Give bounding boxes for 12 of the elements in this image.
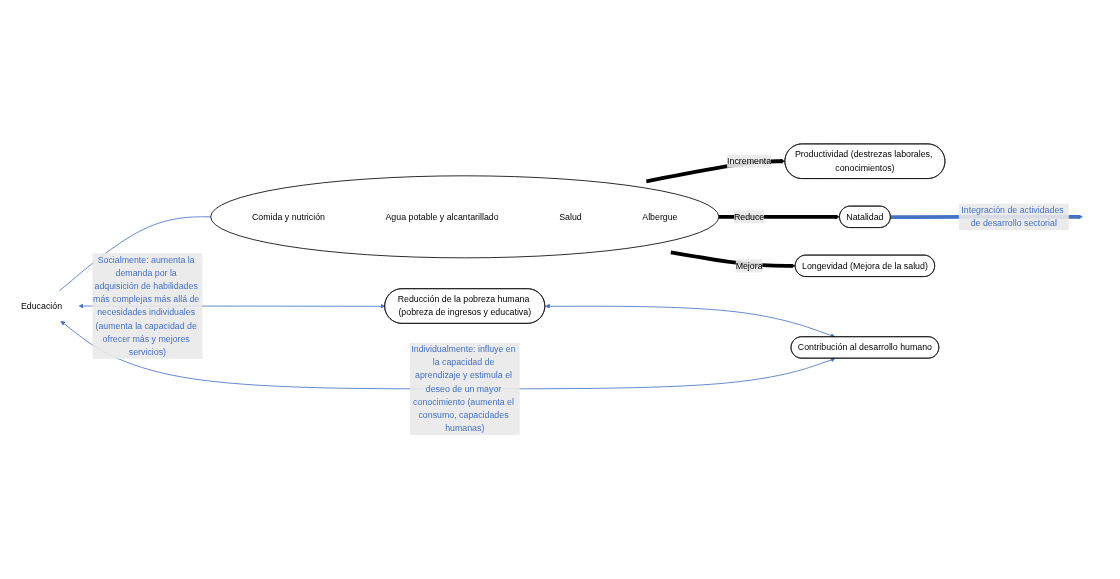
node-text: Salud [559, 211, 582, 222]
cluster [210, 175, 720, 259]
node-text: Albergue [642, 211, 678, 222]
edge-label: Mejora [735, 260, 763, 271]
edge-label: Socialmente: aumenta la demanda por la adquisición de habilidades más complejas más allá de necesidades individuales (aumenta la capacidad de ofrecer más y mejores servicios) [93, 254, 200, 357]
node-text: Comida y nutrición [251, 211, 325, 222]
edge-label: Individualmente: influye en la capacidad de aprendizaje y estimula el deseo de un mayor conocimiento (aumenta el consumo, capacidades humanas) [411, 344, 516, 433]
node-text: Educación [20, 301, 63, 311]
node-text: Agua potable y alcantarillado [385, 211, 499, 222]
edge-label: Integración de actividades de desarrollo sectorial [961, 205, 1064, 228]
edge-label: Reduce [733, 211, 765, 222]
edge-label: Incrementa [727, 156, 772, 166]
